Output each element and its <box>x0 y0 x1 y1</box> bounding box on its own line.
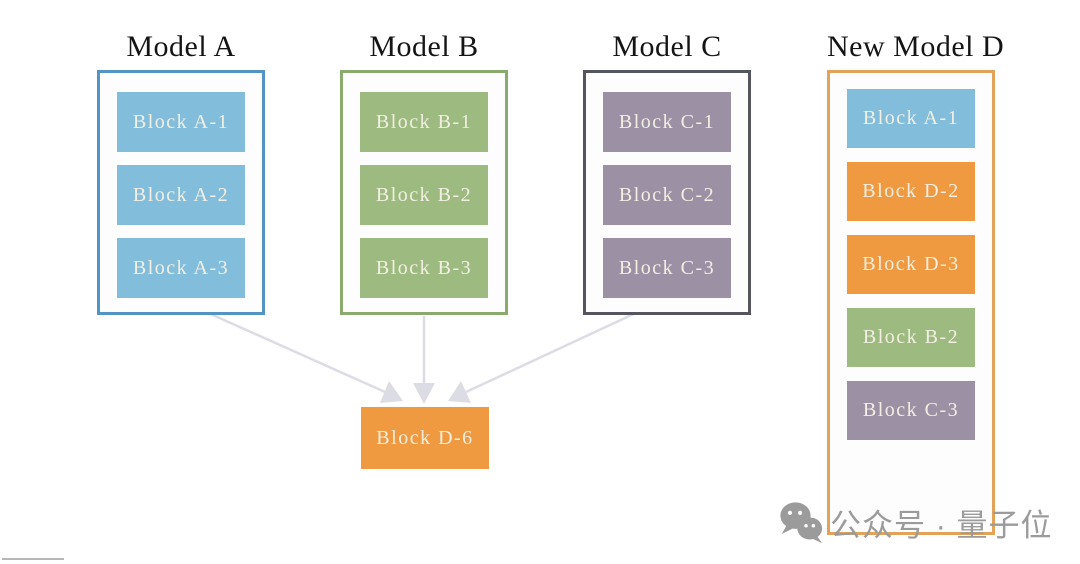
block-c-3: Block C-3 <box>603 238 731 298</box>
watermark-text: 公众号 · 量子位 <box>830 508 1053 543</box>
model-b-box: Block B-1 Block B-2 Block B-3 <box>340 70 508 315</box>
block-d-a1: Block A-1 <box>847 89 975 148</box>
block-d-2: Block D-2 <box>847 162 975 221</box>
arrow-model-b-to-d6 <box>413 316 435 404</box>
model-d-title: New Model D <box>827 30 1005 63</box>
block-d-b2: Block B-2 <box>847 308 975 367</box>
model-c-group: Model C Block C-1 Block C-2 Block C-3 <box>583 24 751 315</box>
model-b-group: Model B Block B-1 Block B-2 Block B-3 <box>340 24 508 315</box>
block-c-2: Block C-2 <box>603 165 731 225</box>
model-c-box: Block C-1 Block C-2 Block C-3 <box>583 70 751 315</box>
block-c-1: Block C-1 <box>603 92 731 152</box>
block-b-3: Block B-3 <box>360 238 488 298</box>
watermark: 公众号 · 量子位 <box>779 499 1053 546</box>
block-a-3: Block A-3 <box>117 238 245 298</box>
block-d-6: Block D-6 <box>361 407 489 469</box>
model-d-group: New Model D Block A-1 Block D-2 Block D-… <box>827 24 1005 535</box>
block-b-2: Block B-2 <box>360 165 488 225</box>
block-a-1: Block A-1 <box>117 92 245 152</box>
model-a-title: Model A <box>126 30 236 63</box>
block-d-3: Block D-3 <box>847 235 975 294</box>
model-d-box: Block A-1 Block D-2 Block D-3 Block B-2 … <box>827 70 995 535</box>
block-a-2: Block A-2 <box>117 165 245 225</box>
bottom-left-divider <box>2 558 64 560</box>
model-a-box: Block A-1 Block A-2 Block A-3 <box>97 70 265 315</box>
model-c-title: Model C <box>612 30 722 63</box>
block-b-1: Block B-1 <box>360 92 488 152</box>
model-b-title: Model B <box>369 30 479 63</box>
wechat-icon <box>780 502 823 544</box>
model-a-group: Model A Block A-1 Block A-2 Block A-3 <box>97 24 265 315</box>
arrow-model-a-to-d6 <box>185 301 403 403</box>
block-d-c3: Block C-3 <box>847 381 975 440</box>
